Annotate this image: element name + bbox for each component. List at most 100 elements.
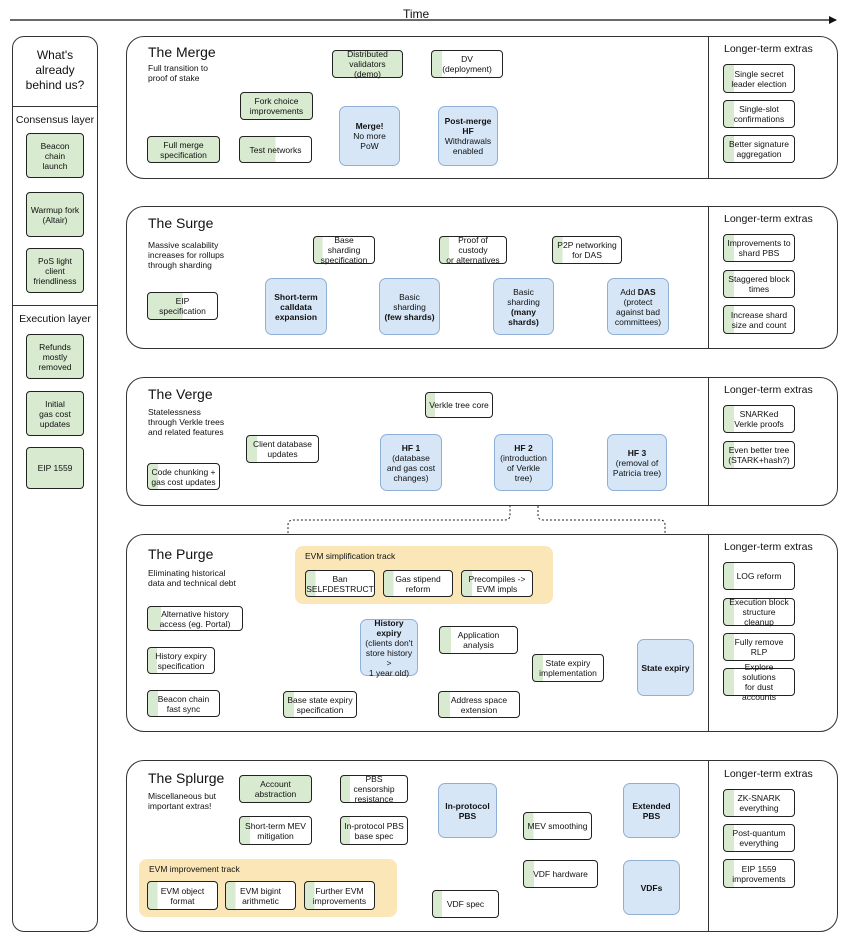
- surge-title: The Surge: [148, 215, 214, 231]
- vdf-hardware: VDF hardware: [523, 860, 598, 888]
- state-expiry: State expiry: [637, 639, 694, 696]
- evm-improvement-title: EVM improvement track: [149, 864, 240, 874]
- basic-sharding-many: Basic sharding (many shards): [493, 278, 554, 335]
- extra-remove-rlp: Fully remove RLP: [723, 633, 795, 661]
- extra-ssf: Single-slot confirmations: [723, 100, 795, 128]
- extra-sig-agg: Better signature aggregation: [723, 135, 795, 163]
- basic-many-label: Basic sharding: [507, 286, 540, 307]
- initial-gas-updates: Initial gas cost updates: [26, 391, 84, 436]
- extra-zk-snark: ZK-SNARK everything: [723, 789, 795, 817]
- post-merge-node: Post-merge HF Withdrawals enabled: [438, 106, 498, 166]
- add-das: Add DAS (protect against bad committees): [607, 278, 669, 335]
- further-evm: Further EVM improvements: [304, 881, 375, 910]
- proof-of-custody: Proof of custody or alternatives: [439, 235, 507, 265]
- dv-deployment: DV (deployment): [431, 50, 503, 78]
- beacon-fast-sync: Beacon chain fast sync: [147, 690, 220, 717]
- eip-spec: EIP specification: [147, 292, 218, 320]
- add-das-prefix: Add: [620, 286, 638, 297]
- mev-smoothing: MEV smoothing: [523, 812, 592, 840]
- divider: [708, 36, 709, 179]
- refunds-removed: Refunds mostly removed: [26, 334, 84, 379]
- extra-staggered: Staggered block times: [723, 270, 795, 298]
- extra-better-tree: Even better tree (STARK+hash?): [723, 441, 795, 469]
- extra-ssle: Single secret leader election: [723, 64, 795, 93]
- precompiles-evm: Precompiles -> EVM impls: [461, 570, 533, 597]
- history-expiry-bold: History expiry: [374, 617, 404, 638]
- hf2-desc: (introduction of Verkle tree): [500, 452, 547, 483]
- state-expiry-impl: State expiry implementation: [532, 654, 604, 682]
- evm-simplification-title: EVM simplification track: [305, 551, 396, 561]
- consensus-layer-label: Consensus layer: [15, 114, 95, 126]
- merge-title: The Merge: [148, 44, 216, 60]
- edge-dotted-hf2-state: [537, 490, 669, 639]
- divider: [708, 206, 709, 349]
- hf3-bold: HF 3: [627, 447, 647, 458]
- vdf-spec: VDF spec: [432, 890, 499, 918]
- surge-extras-title: Longer-term extras: [724, 213, 813, 225]
- basic-few-label: Basic sharding: [393, 291, 426, 312]
- p2p-das: P2P networking for DAS: [552, 236, 622, 264]
- verge-hf1: HF 1 (database and gas cost changes): [380, 434, 442, 491]
- fork-choice: Fork choice improvements: [240, 92, 313, 120]
- splurge-extras-title: Longer-term extras: [724, 768, 813, 780]
- extra-post-quantum: Post-quantum everything: [723, 824, 795, 852]
- add-das-line: Add DAS: [620, 287, 655, 297]
- post-merge-bold: Post-merge HF: [444, 116, 492, 136]
- verge-subtitle: Statelessness through Verkle trees and r…: [148, 407, 225, 437]
- eip-1559: EIP 1559: [26, 447, 84, 489]
- splurge-subtitle: Miscellaneous but important extras!: [148, 791, 217, 811]
- history-expiry: History expiry (clients don't store hist…: [360, 617, 418, 678]
- divider: [12, 305, 98, 306]
- basic-few-bold: (few shards): [384, 311, 435, 322]
- hf2-bold: HF 2: [514, 442, 533, 453]
- purge-title: The Purge: [148, 546, 214, 562]
- surge-subtitle: Massive scalability increases for rollup…: [148, 240, 225, 270]
- alt-history-access: Alternative history access (eg. Portal): [147, 606, 243, 631]
- surge-panel: [126, 206, 838, 349]
- history-title: What's already behind us?: [25, 48, 85, 92]
- pos-light-client: PoS light client friendliness: [26, 248, 84, 293]
- base-state-expiry-spec: Base state expiry specification: [283, 691, 357, 718]
- extra-eip1559-improvements: EIP 1559 improvements: [723, 859, 795, 888]
- merge-node: Merge! No more PoW: [339, 106, 400, 166]
- divider: [12, 106, 98, 107]
- divider: [708, 534, 709, 732]
- hf1-bold: HF 1: [401, 442, 421, 453]
- warmup-fork: Warmup fork (Altair): [26, 192, 84, 237]
- hf3-desc: (removal of Patricia tree): [612, 457, 662, 478]
- merge-node-bold: Merge!: [355, 121, 384, 131]
- inprotocol-pbs-spec: In-protocol PBS base spec: [340, 816, 408, 845]
- ban-selfdestruct: Ban SELFDESTRUCT: [305, 570, 375, 597]
- merge-subtitle: Full transition to proof of stake: [148, 63, 208, 83]
- divider: [708, 760, 709, 932]
- purge-extras-title: Longer-term extras: [724, 541, 813, 553]
- verkle-tree-core: Verkle tree core: [425, 392, 493, 418]
- post-merge-desc: Withdrawals enabled: [444, 136, 492, 156]
- base-sharding-spec: Base sharding specification: [313, 235, 375, 265]
- test-networks: Test networks: [239, 136, 312, 163]
- history-expiry-desc: (clients don't store history > 1 year ol…: [365, 637, 413, 678]
- hf1-desc: (database and gas cost changes): [386, 452, 436, 483]
- merge-node-desc: No more PoW: [353, 131, 386, 151]
- short-term-calldata: Short-term calldata expansion: [265, 278, 327, 335]
- execution-layer-label: Execution layer: [19, 313, 91, 325]
- history-panel: [12, 36, 98, 932]
- edge-dotted-selfdestruct-hf2: [287, 494, 514, 571]
- verge-hf2: HF 2 (introduction of Verkle tree): [494, 434, 553, 491]
- merge-extras-title: Longer-term extras: [724, 43, 813, 55]
- verge-extras-title: Longer-term extras: [724, 384, 813, 396]
- extra-snarked-verkle: SNARKed Verkle proofs: [723, 405, 795, 433]
- client-db-updates: Client database updates: [246, 435, 319, 463]
- purge-subtitle: Eliminating historical data and technica…: [148, 568, 236, 588]
- distributed-validators: Distributed validators (demo): [332, 49, 403, 79]
- basic-many-bold: (many shards): [508, 306, 539, 327]
- verge-title: The Verge: [148, 386, 213, 402]
- splurge-title: The Splurge: [148, 770, 225, 786]
- evm-object-format: EVM object format: [147, 881, 218, 910]
- basic-sharding-few: Basic sharding (few shards): [379, 278, 440, 335]
- code-chunking: Code chunking + gas cost updates: [147, 463, 220, 490]
- extra-shard-pbs: Improvements to shard PBS: [723, 234, 795, 262]
- extended-pbs: Extended PBS: [623, 783, 680, 838]
- address-space-ext: Address space extension: [438, 691, 520, 718]
- evm-bigint: EVM bigint arithmetic: [225, 881, 296, 910]
